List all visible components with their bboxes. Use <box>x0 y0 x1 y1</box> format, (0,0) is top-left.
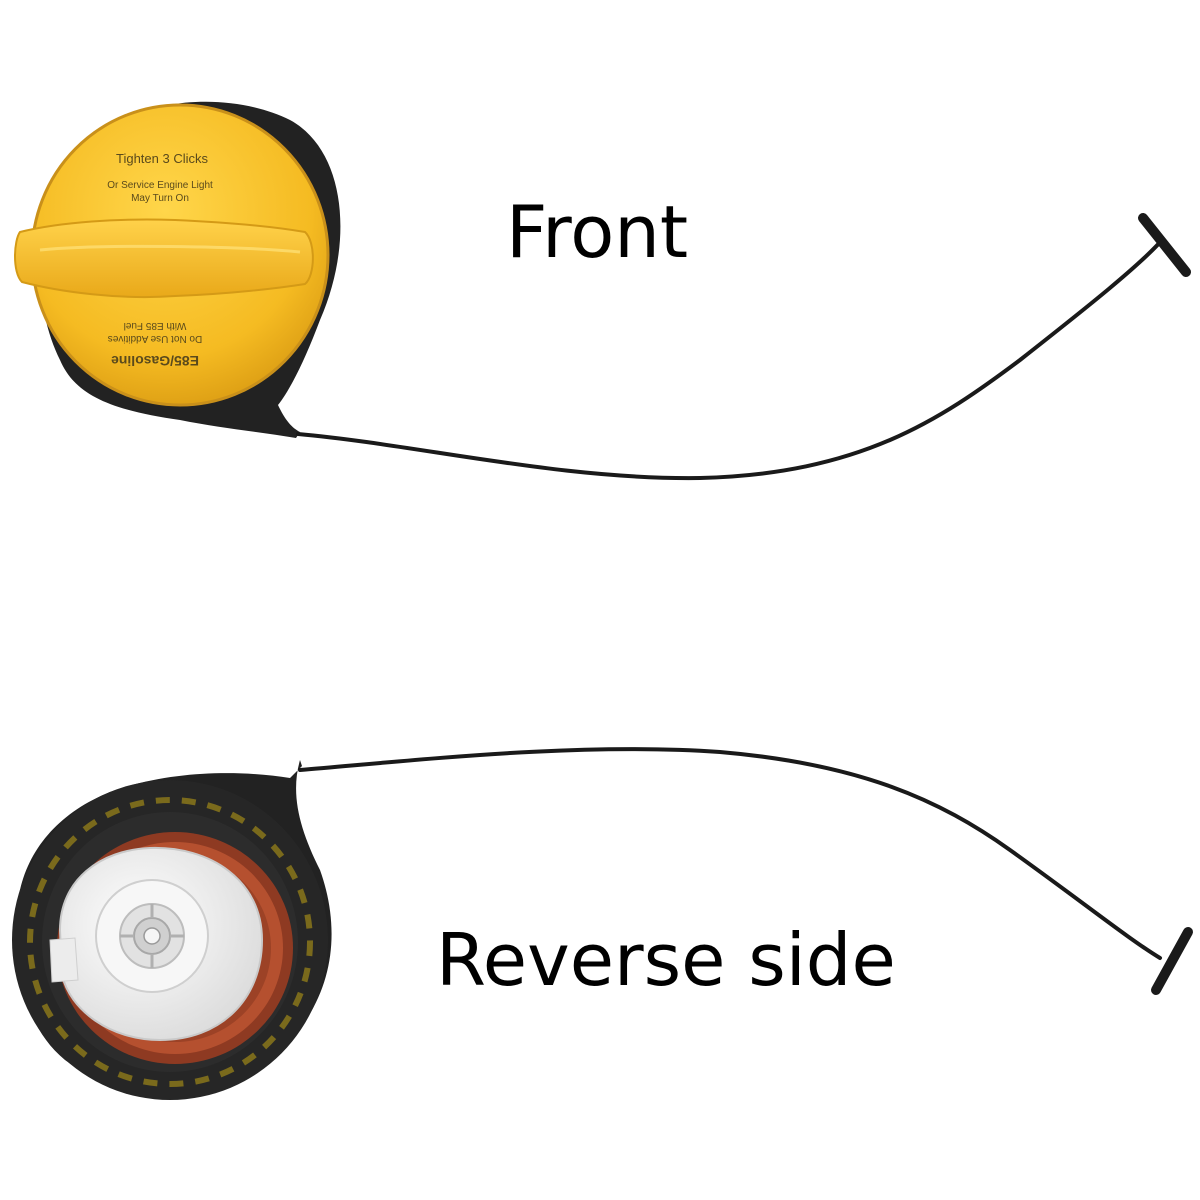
front-tether-t-end <box>1138 213 1191 277</box>
front-cap-handle <box>14 218 314 299</box>
front-tether-strap <box>296 238 1164 481</box>
reverse-tether-strap <box>298 747 1162 960</box>
reverse-cap-slot-ring <box>27 797 313 1087</box>
front-cap-text-title: Tighten 3 Clicks <box>116 151 208 166</box>
front-cap-text-line1: Or Service Engine Light <box>107 180 213 191</box>
reverse-side-label: Reverse side <box>436 918 896 1002</box>
front-cap-text-fuel: E85/Gasoline <box>111 353 199 369</box>
front-label: Front <box>506 190 689 274</box>
reverse-tether-t-end <box>1151 927 1193 995</box>
front-cap-text-e85: With E85 Fuel <box>124 320 187 331</box>
front-cap-text-line2: May Turn On <box>131 193 189 204</box>
reverse-fuel-cap <box>12 747 1193 1100</box>
front-fuel-cap: Tighten 3 Clicks Or Service Engine Light… <box>14 101 1191 481</box>
front-cap-text-additives: Do Not Use Additives <box>108 333 203 344</box>
